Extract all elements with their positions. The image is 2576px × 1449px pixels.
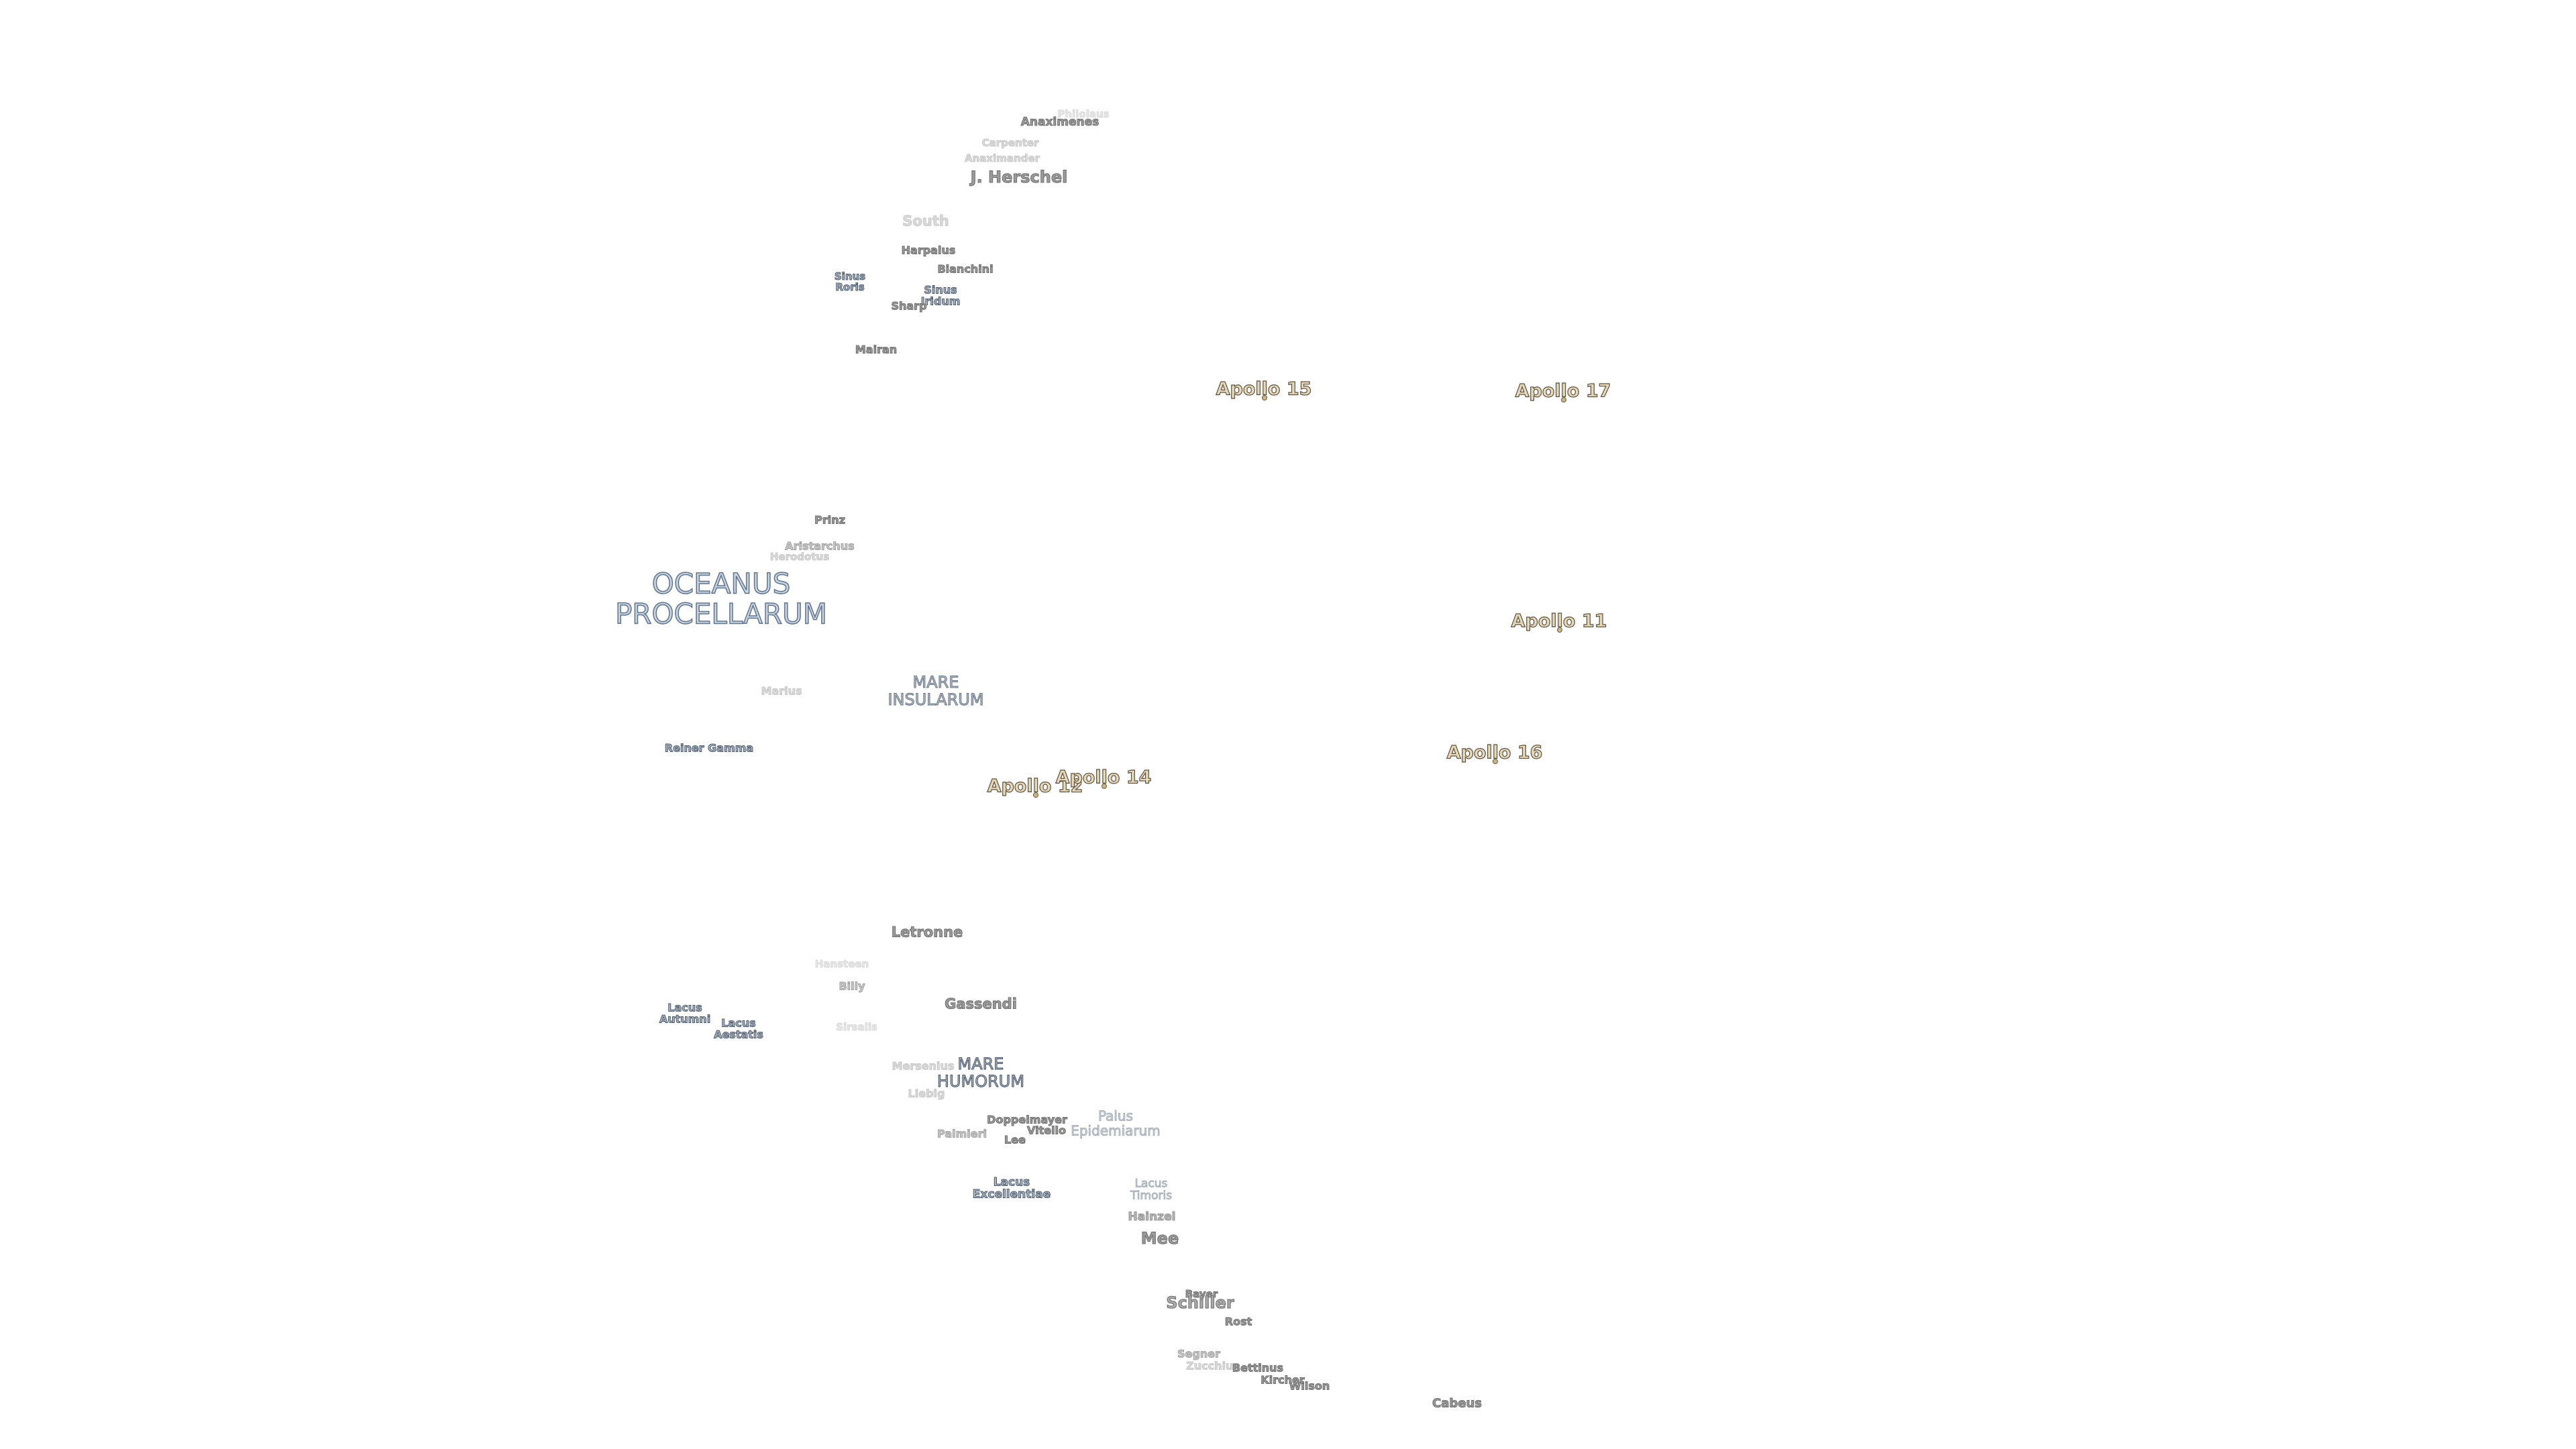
label-palmieri[interactable]: Palmieri: [937, 1127, 987, 1140]
label-vitello[interactable]: Vitello: [1026, 1124, 1067, 1137]
apollo-11-label[interactable]: Apollo 11: [1511, 610, 1607, 632]
label-oceanus-procellarum[interactable]: OCEANUS PROCELLARUM: [614, 567, 828, 631]
label-lacus-aestatis[interactable]: Lacus Aestatis: [714, 1016, 764, 1041]
label-mare-insularum[interactable]: MARE INSULARUM: [888, 673, 984, 709]
label-sharp[interactable]: Sharp: [891, 299, 927, 313]
label-mare-humorum[interactable]: MARE HUMORUM: [936, 1055, 1025, 1091]
label-sirsalis[interactable]: Sirsalis: [836, 1020, 878, 1033]
label-bettinus[interactable]: Bettinus: [1232, 1361, 1284, 1375]
label-doppelmayer[interactable]: Doppelmayer: [987, 1113, 1068, 1126]
label-philolaus[interactable]: Philolaus: [1057, 107, 1110, 120]
apollo-11-site-marker[interactable]: [1557, 627, 1562, 633]
label-south[interactable]: South: [902, 213, 949, 229]
label-marius[interactable]: Marius: [761, 684, 802, 698]
label-mee[interactable]: Mee: [1140, 1229, 1179, 1248]
apollo-14-label[interactable]: Apollo 14: [1055, 767, 1152, 788]
label-carpenter[interactable]: Carpenter: [981, 136, 1039, 149]
label-bayer[interactable]: Bayer: [1185, 1287, 1218, 1300]
label-schiller[interactable]: Schiller: [1166, 1293, 1234, 1313]
label-rost[interactable]: Rost: [1224, 1315, 1252, 1328]
label-billy[interactable]: Billy: [839, 979, 865, 993]
label-lee[interactable]: Lee: [1004, 1133, 1026, 1146]
label-lacus-timoris[interactable]: Lacus Timoris: [1130, 1177, 1173, 1203]
label-kircher[interactable]: Kircher: [1260, 1373, 1305, 1387]
label-hansteen[interactable]: Hansteen: [814, 957, 869, 970]
apollo-16-site-marker[interactable]: [1493, 759, 1498, 764]
label-anaximenes[interactable]: Anaximenes: [1020, 115, 1099, 129]
apollo-12-label[interactable]: Apollo 12: [987, 775, 1083, 797]
label-segner[interactable]: Segner: [1177, 1347, 1221, 1360]
apollo-17-label[interactable]: Apollo 17: [1515, 380, 1611, 402]
apollo-12-site-marker[interactable]: [1033, 792, 1038, 798]
label-sinus-roris[interactable]: Sinus Roris: [834, 270, 866, 293]
label-gassendi[interactable]: Gassendi: [945, 996, 1018, 1012]
label-mairan[interactable]: Mairan: [855, 343, 898, 356]
apollo-17-site-marker[interactable]: [1561, 397, 1566, 402]
label-lacus-excellentiae[interactable]: Lacus Excellentiae: [972, 1175, 1051, 1201]
label-mersenius[interactable]: Mersenius: [892, 1059, 955, 1073]
label-zucchius[interactable]: Zucchius: [1186, 1359, 1240, 1373]
label-harpalus[interactable]: Harpalus: [901, 244, 956, 257]
label-sinus-iridum[interactable]: Sinus Iridum: [920, 283, 961, 308]
apollo-15-label[interactable]: Apollo 15: [1216, 378, 1312, 400]
label-reiner-gamma[interactable]: Reiner Gamma: [664, 741, 754, 755]
label-j-herschel[interactable]: J. Herschel: [970, 168, 1068, 187]
label-prinz[interactable]: Prinz: [814, 513, 846, 527]
apollo-14-site-marker[interactable]: [1102, 784, 1107, 789]
label-cabeus[interactable]: Cabeus: [1432, 1396, 1483, 1411]
label-letronne[interactable]: Letronne: [891, 924, 963, 941]
apollo-15-site-marker[interactable]: [1262, 395, 1267, 400]
label-herodotus[interactable]: Herodotus: [769, 550, 830, 563]
apollo-16-label[interactable]: Apollo 16: [1446, 742, 1543, 763]
label-bianchini[interactable]: Bianchini: [937, 262, 994, 276]
label-liebig[interactable]: Liebig: [908, 1087, 945, 1100]
label-hainzel[interactable]: Hainzel: [1128, 1210, 1176, 1224]
label-anaximander[interactable]: Anaximander: [965, 152, 1040, 164]
label-lacus-autumni[interactable]: Lacus Autumni: [659, 1001, 711, 1026]
label-palus-epidemiarum[interactable]: Palus Epidemiarum: [1071, 1108, 1161, 1138]
label-wilson[interactable]: Wilson: [1289, 1379, 1330, 1393]
label-aristarchus[interactable]: Aristarchus: [785, 539, 855, 553]
